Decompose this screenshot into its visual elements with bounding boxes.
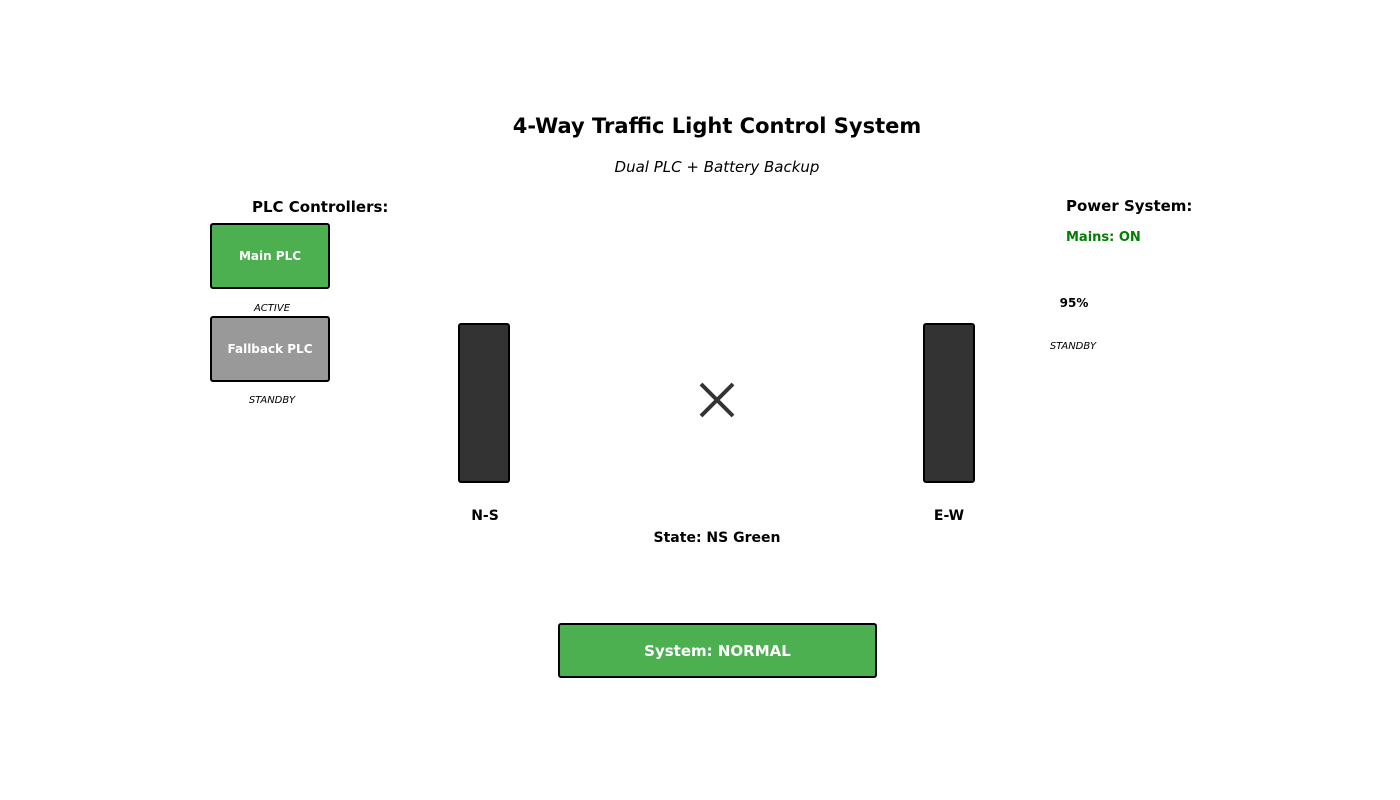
power-system-heading: Power System: [1066,197,1193,215]
fallback-plc-label: Fallback PLC [227,342,313,356]
ew-direction-label: E-W [933,508,965,524]
fallback-plc-status: STANDBY [248,395,296,406]
main-plc-box: Main PLC [210,223,330,289]
system-status-banner: System: NORMAL [558,623,877,678]
main-plc-label: Main PLC [238,249,302,263]
page-subtitle: Dual PLC + Battery Backup [614,158,820,176]
system-status-label: System: NORMAL [644,641,791,660]
plc-controllers-heading: PLC Controllers: [252,198,389,216]
battery-level: 95% [1059,296,1089,310]
main-plc-status: ACTIVE [253,303,291,314]
ns-signal-head [458,323,510,483]
page-title: 4-Way Traffic Light Control System [512,114,922,138]
cross-icon [694,382,740,418]
fallback-plc-box: Fallback PLC [210,316,330,382]
ns-direction-label: N-S [471,508,499,524]
ew-signal-head [923,323,975,483]
mains-status: Mains: ON [1066,230,1141,245]
state-label: State: NS Green [653,530,781,546]
battery-status: STANDBY [1049,341,1097,352]
